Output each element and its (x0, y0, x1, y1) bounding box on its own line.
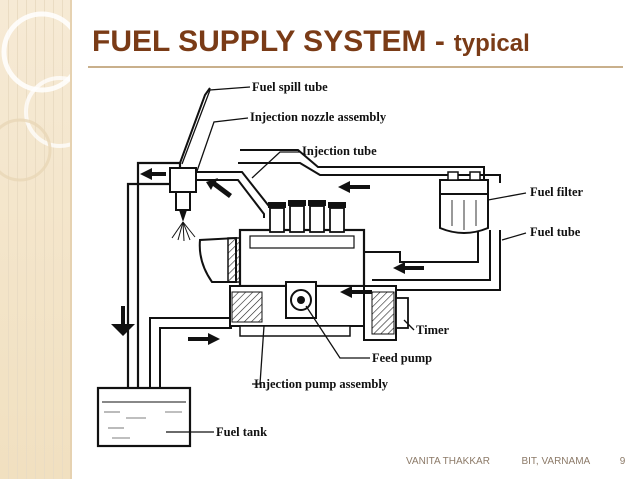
footer-institution: BIT, VARNAMA (521, 456, 591, 467)
label-fuel-tank: Fuel tank (216, 425, 267, 439)
label-fuel-tube: Fuel tube (530, 225, 581, 239)
fuel-tank (96, 386, 192, 448)
spill-tube (179, 87, 211, 164)
side-divider (70, 0, 72, 479)
label-timer: Timer (416, 323, 450, 337)
injection-pump (198, 200, 409, 341)
footer-page-number: 9 (619, 456, 626, 467)
arrow-down (111, 306, 135, 336)
flow-arrows (111, 168, 424, 345)
fuel-filter (439, 171, 489, 234)
injection-nozzle (169, 167, 197, 242)
leader-lines (166, 86, 527, 433)
arrow-left-lower (340, 286, 372, 298)
slide-title-main: FUEL SUPPLY SYSTEM - (92, 25, 445, 58)
fuel-tube (360, 230, 501, 291)
decorative-circles (0, 11, 70, 182)
label-injection-nozzle-assembly: Injection nozzle assembly (250, 110, 387, 124)
arrow-left-top (140, 168, 166, 180)
arrow-left-mid (393, 262, 424, 274)
slide-footer: VANITA THAKKAR BIT, VARNAMA 9 (406, 456, 625, 470)
decorative-side-panel (0, 0, 70, 479)
diagram-labels: Fuel spill tube Injection nozzle assembl… (216, 80, 584, 439)
label-fuel-filter: Fuel filter (530, 185, 584, 199)
label-feed-pump: Feed pump (372, 351, 432, 365)
title-underline (88, 66, 623, 68)
label-fuel-spill-tube: Fuel spill tube (252, 80, 328, 94)
arrow-left-supply (338, 181, 370, 193)
slide-title: FUEL SUPPLY SYSTEM - typical (92, 20, 530, 60)
label-injection-tube: Injection tube (302, 144, 377, 158)
return-line (126, 161, 182, 394)
arrow-nozzle-diag (206, 178, 232, 198)
injection-tube (196, 171, 273, 218)
slide-title-sub: typical (453, 30, 530, 57)
footer-author: VANITA THAKKAR (406, 456, 490, 467)
label-injection-pump-assembly: Injection pump assembly (254, 377, 389, 391)
supply-line-top (238, 149, 501, 183)
arrow-right-bottom (188, 333, 220, 345)
